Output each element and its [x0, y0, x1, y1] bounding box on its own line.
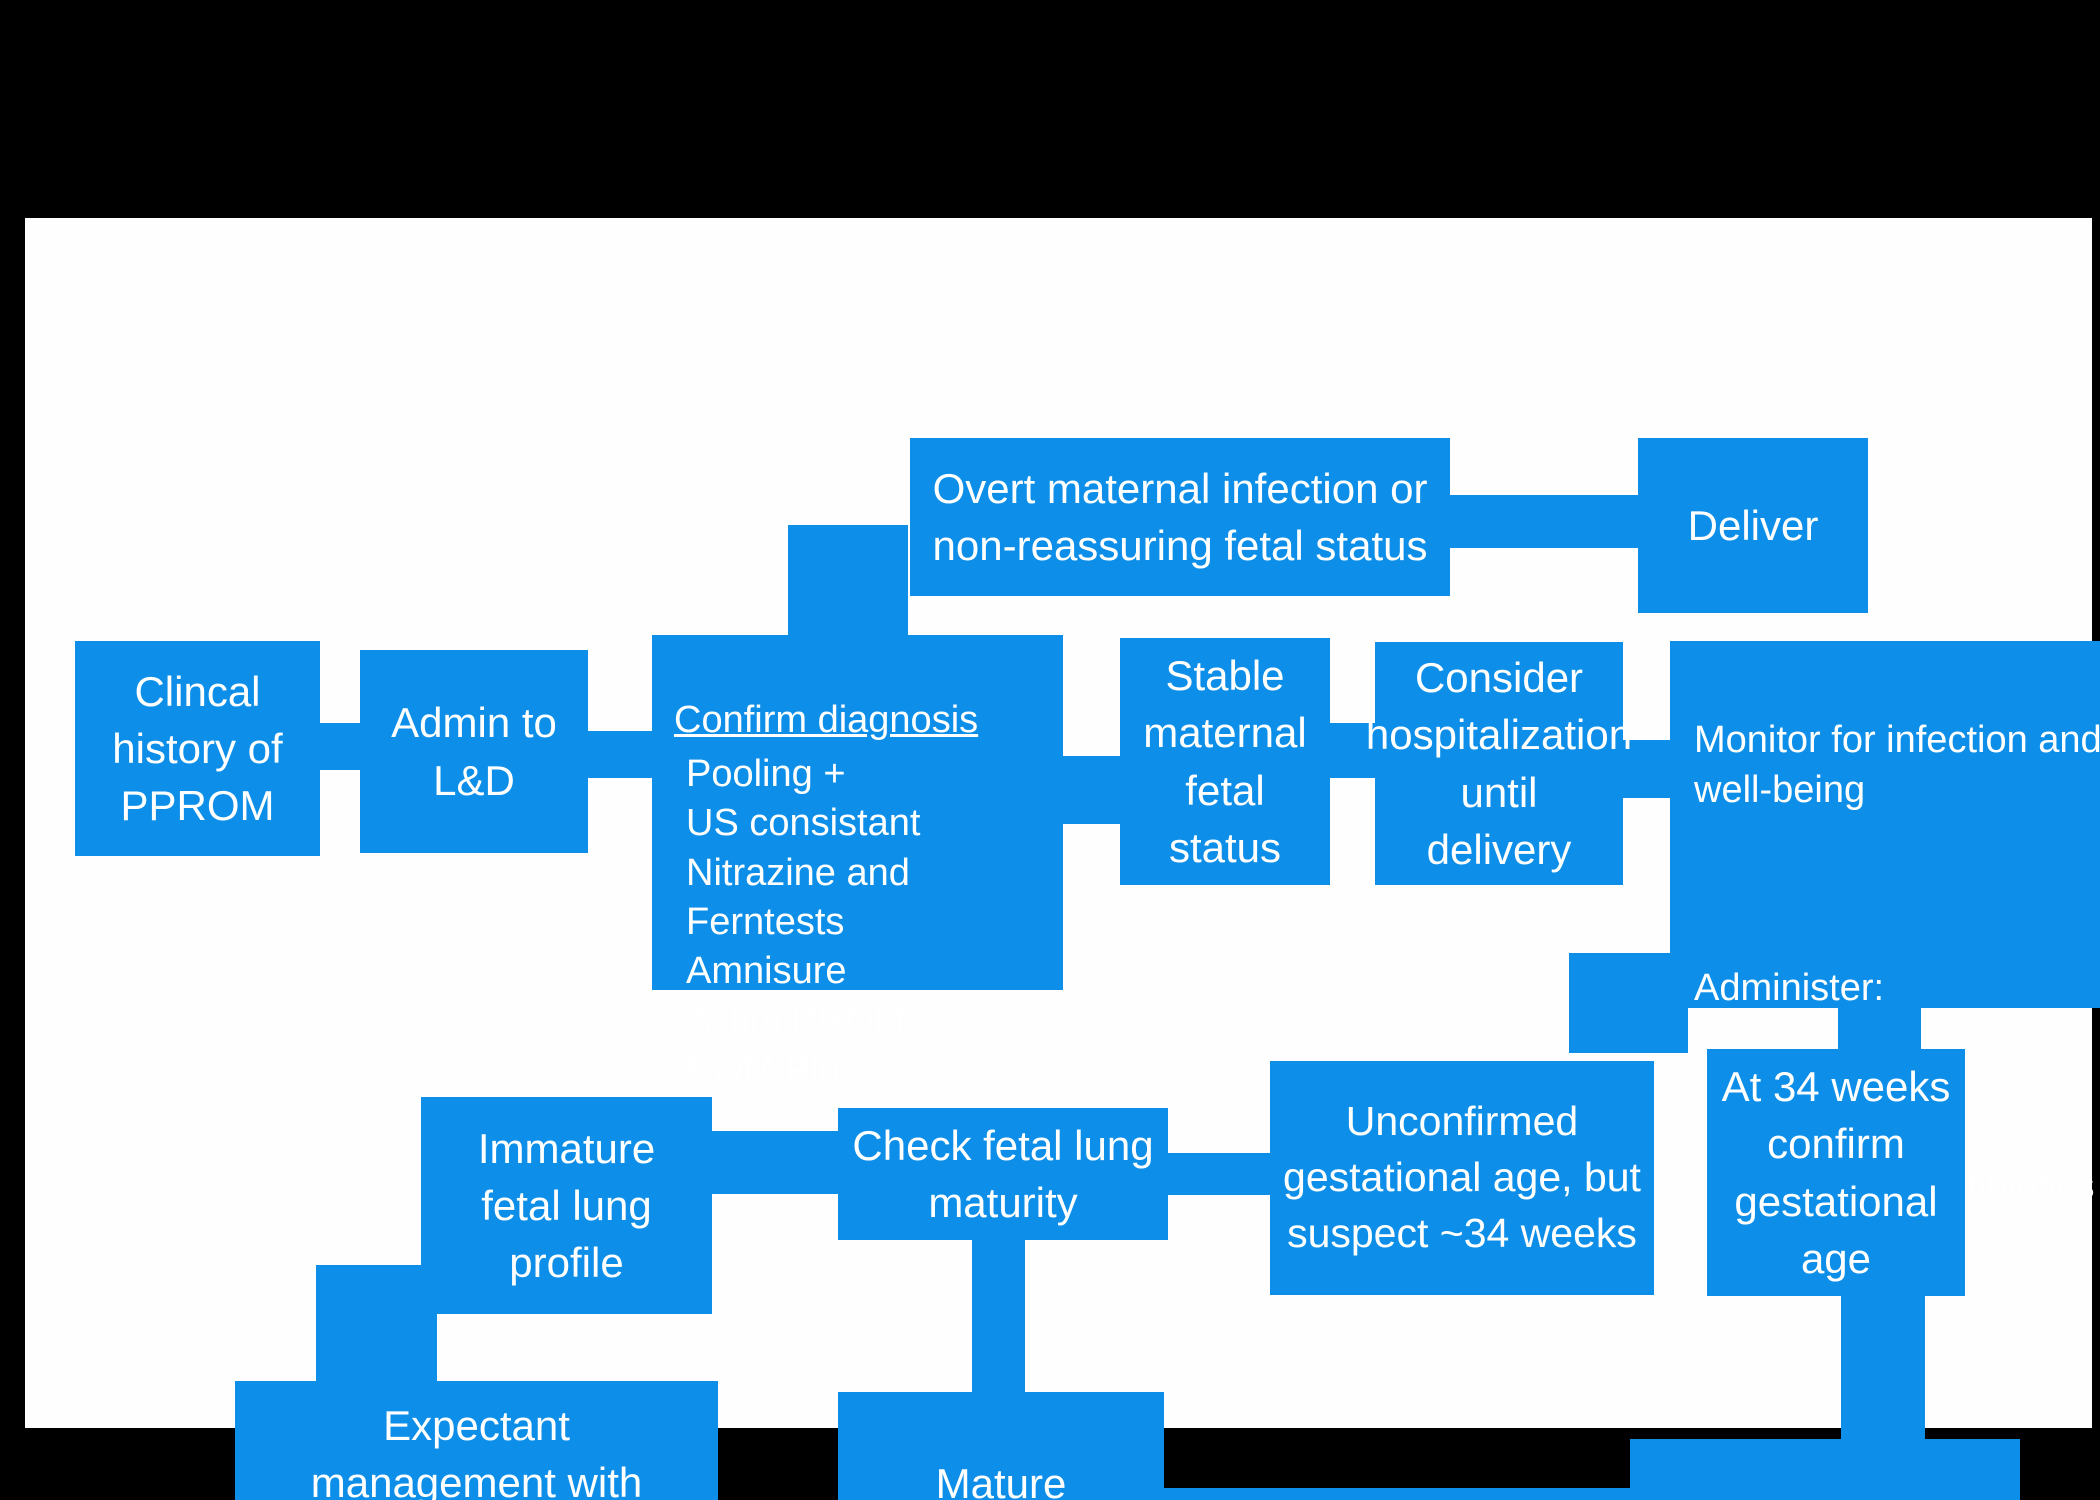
- connector-mature-to-delivery: [1164, 1488, 1630, 1500]
- node-admit-to-ld: Admin to L&D: [360, 650, 588, 853]
- connector-immature-to-expectant: [316, 1265, 437, 1381]
- node-unconfirmed-gestational-age: Unconfirmed gestational age, but suspect…: [1270, 1061, 1654, 1295]
- node-expectant-management: Expectant management with delivery at 36…: [235, 1381, 718, 1500]
- node-overt-maternal-infection: Overt maternal infection or non-reassuri…: [910, 438, 1450, 596]
- connector-at34-to-delivery: [1841, 1296, 1925, 1439]
- connector-overt-to-deliver: [1450, 495, 1638, 548]
- confirm-diagnosis-title: Confirm diagnosis: [674, 699, 979, 742]
- connector-immature-to-check: [712, 1131, 838, 1194]
- node-immature-fetal-lung-profile: Immature fetal lung profile: [421, 1097, 712, 1314]
- connector-stable-to-consider: [1330, 723, 1375, 778]
- connector-consider-to-monitor: [1623, 740, 1670, 798]
- node-confirm-diagnosis: Confirm diagnosis Pooling + US consistan…: [652, 635, 1063, 1091]
- connector-check-to-unconfirmed: [1168, 1153, 1270, 1195]
- monitor-administer-label: Administer:: [1694, 966, 1885, 1009]
- connector-clinical-to-admin: [320, 723, 360, 770]
- node-monitor-for-infection: Monitor for infection and well-being Adm…: [1670, 641, 2100, 1207]
- node-at-34-weeks-confirm-age: At 34 weeks confirm gestational age: [1707, 1049, 1965, 1296]
- connector-confirm-to-stable: [1063, 756, 1120, 824]
- connector-monitor-to-unconfirmed: [1569, 953, 1688, 1053]
- node-deliver: Deliver: [1638, 438, 1868, 613]
- node-check-fetal-lung-maturity: Check fetal lung maturity: [838, 1108, 1168, 1240]
- slide-canvas: Clincal history of PPROM Admin to L&D Co…: [25, 218, 2100, 1500]
- node-consider-hospitalization: Consider hospitalization until delivery: [1366, 642, 1632, 885]
- node-mature: Mature: [838, 1392, 1164, 1500]
- confirm-diagnosis-test-list: Pooling + US consistant Nitrazine and Fe…: [686, 752, 921, 1092]
- connector-admin-to-confirm: [588, 731, 652, 778]
- monitor-intro-text: Monitor for infection and well-being: [1694, 719, 2100, 811]
- monitor-spacer: [1694, 865, 2100, 915]
- connector-check-to-mature: [972, 1240, 1025, 1392]
- node-delivery: Delivery: [1630, 1439, 2020, 1500]
- connector-confirm-to-overt: [788, 525, 908, 635]
- connector-monitor-to-at34: [1838, 1008, 1921, 1049]
- node-clinical-history-of-pprom: Clincal history of PPROM: [75, 641, 320, 856]
- node-stable-maternal-fetal-status: Stable maternal fetal status: [1120, 638, 1330, 885]
